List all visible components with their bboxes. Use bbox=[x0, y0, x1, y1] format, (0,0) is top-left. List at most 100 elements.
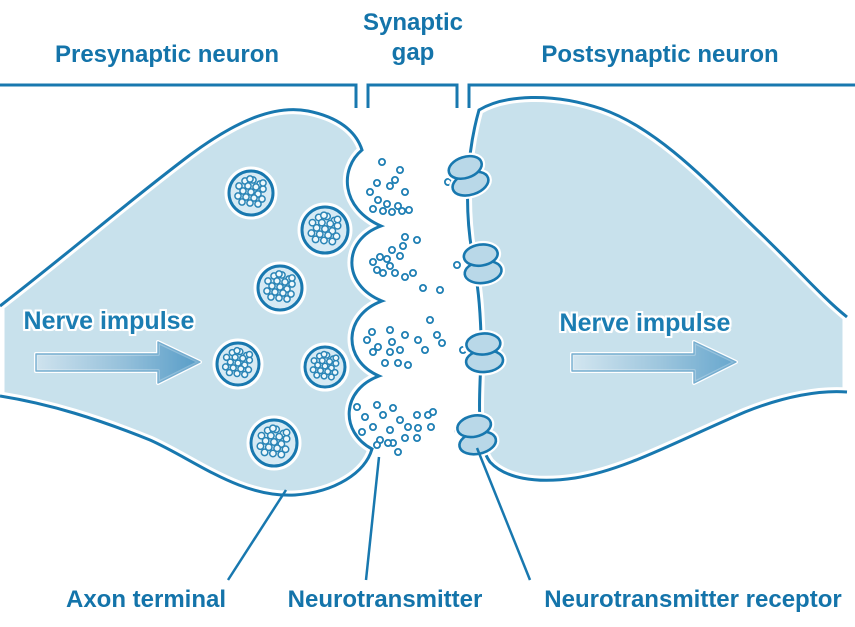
neurotransmitter-dot bbox=[432, 330, 441, 339]
neurotransmitter-dot bbox=[385, 325, 394, 334]
vesicle-molecule-dot bbox=[321, 362, 329, 370]
neurotransmitter-receptor bbox=[453, 411, 500, 458]
neurotransmitter-dot bbox=[372, 400, 381, 409]
vesicle-molecule-dot bbox=[268, 449, 277, 458]
neurotransmitter-dot bbox=[390, 175, 399, 184]
neurotransmitter-dot bbox=[375, 252, 384, 261]
neurotransmitter-dot bbox=[368, 422, 377, 431]
neurotransmitter-dot bbox=[372, 265, 381, 274]
vesicle-molecule-dot bbox=[229, 364, 237, 372]
bracket-postsynaptic bbox=[467, 83, 855, 108]
neurotransmitter-receptor bbox=[462, 329, 507, 376]
vesicle-molecule-dot bbox=[245, 350, 254, 359]
neurotransmitter-dot bbox=[413, 335, 422, 344]
neurotransmitter-dot bbox=[420, 345, 429, 354]
vesicle-molecule-dot bbox=[275, 270, 283, 278]
vesicle-molecule-dot bbox=[333, 215, 342, 224]
vesicle-molecule-dot bbox=[317, 218, 326, 227]
vesicle-molecule-dot bbox=[234, 359, 242, 367]
vesicle-molecule-dot bbox=[231, 353, 239, 362]
vesicle-molecule-dot bbox=[268, 282, 276, 290]
vesicle-molecule-dot bbox=[321, 224, 329, 233]
neurotransmitter-dot bbox=[437, 338, 446, 347]
neurotransmitter-label: Neurotransmitter bbox=[287, 586, 483, 613]
neurotransmitter-dot bbox=[400, 272, 409, 281]
synaptic-vesicle bbox=[224, 166, 278, 220]
neurotransmitter-dot bbox=[368, 257, 377, 266]
neurotransmitter-dot bbox=[378, 268, 387, 277]
neurotransmitter-dots bbox=[352, 157, 467, 456]
neurotransmitter-dot bbox=[382, 254, 391, 263]
vesicle-molecule-dot bbox=[254, 200, 262, 208]
synaptic-gap-label: Synaptic gap bbox=[362, 9, 464, 66]
neurotransmitter-dot bbox=[352, 402, 361, 411]
leader-lines bbox=[226, 447, 532, 581]
neurotransmitter-receptor bbox=[460, 240, 505, 287]
nerve-impulse-label-right: Nerve impulse bbox=[559, 309, 731, 337]
neurotransmitter-dot bbox=[385, 425, 394, 434]
neurotransmitter-dot bbox=[395, 165, 404, 174]
vesicle-molecule-dot bbox=[266, 431, 275, 440]
vesicle-molecule-dot bbox=[244, 366, 253, 374]
vesicle-molecule-dot bbox=[282, 428, 291, 437]
vesicle-molecule-dot bbox=[319, 211, 328, 220]
vesicle-molecule-dot bbox=[239, 187, 247, 195]
vesicle-molecule-dot bbox=[242, 193, 250, 201]
vesicle-molecule-dot bbox=[314, 361, 322, 369]
neurotransmitter-dot bbox=[373, 342, 382, 351]
vesicle-molecule-dot bbox=[246, 199, 254, 207]
vesicle-molecule-dot bbox=[313, 371, 321, 379]
neurotransmitter-dot bbox=[412, 433, 421, 442]
vesicle-molecule-dot bbox=[273, 444, 282, 453]
vesicle-molecule-dot bbox=[246, 175, 254, 183]
neurotransmitter-dot bbox=[385, 181, 394, 190]
vesicle-molecule-dot bbox=[256, 442, 265, 451]
vesicle-molecule-dot bbox=[264, 277, 272, 285]
neurotransmitter-dot bbox=[390, 268, 399, 277]
neurotransmitter-dot bbox=[412, 410, 421, 419]
vesicle-molecule-dot bbox=[309, 366, 317, 374]
vesicle-molecule-dot bbox=[268, 424, 277, 433]
vesicle-molecule-dot bbox=[287, 290, 295, 298]
vesicle-molecule-dot bbox=[234, 192, 242, 200]
vesicle-molecule-dot bbox=[281, 445, 290, 454]
vesicle-molecule-dot bbox=[237, 365, 245, 373]
vesicle-molecule-dot bbox=[281, 278, 289, 286]
vesicle-molecule-dot bbox=[261, 436, 270, 445]
nerve-impulse-label-left: Nerve impulse bbox=[23, 307, 195, 335]
neurotransmitter-dot bbox=[403, 360, 412, 369]
vesicle-molecule-dot bbox=[244, 182, 252, 190]
neurotransmitter-dot bbox=[385, 347, 394, 356]
presynaptic-neuron-shape bbox=[0, 105, 395, 500]
vesicle-molecule-dot bbox=[288, 274, 296, 282]
neurotransmitter-receptor-label: Neurotransmitter receptor bbox=[544, 586, 842, 613]
vesicle-molecule-dot bbox=[283, 295, 291, 303]
vesicle-molecule-dot bbox=[257, 431, 266, 440]
section-brackets bbox=[0, 83, 855, 108]
neurotransmitter-dot bbox=[413, 423, 422, 432]
bracket-synaptic-gap bbox=[366, 83, 459, 108]
vesicle-molecule-dot bbox=[263, 287, 271, 295]
neurotransmitter-dot bbox=[393, 447, 402, 456]
neurotransmitter-dot bbox=[452, 260, 461, 269]
neurotransmitter-dot bbox=[367, 327, 376, 336]
vesicle-molecule-dot bbox=[225, 368, 234, 377]
vesicle-molecule-dot bbox=[226, 358, 235, 366]
vesicle-molecule-dot bbox=[275, 432, 284, 441]
vesicle-molecule-dot bbox=[307, 229, 316, 238]
neurotransmitter-dot bbox=[387, 207, 396, 216]
vesicle-molecule-dot bbox=[332, 354, 340, 362]
neurotransmitter-dot bbox=[388, 403, 397, 412]
postsynaptic-neuron-shape bbox=[463, 93, 852, 485]
vesicle-molecule-dot bbox=[327, 373, 335, 381]
bracket-presynaptic bbox=[0, 83, 358, 108]
leader-neurotransmitter bbox=[364, 456, 381, 581]
neurotransmitter-dot bbox=[387, 337, 396, 346]
neurotransmitter-dot bbox=[395, 251, 404, 260]
vesicle-molecule-dot bbox=[331, 368, 339, 377]
neurotransmitter-dot bbox=[378, 206, 387, 215]
neurotransmitter-dot bbox=[385, 261, 394, 270]
neurotransmitter-dot bbox=[418, 283, 427, 292]
neurotransmitter-dot bbox=[373, 195, 382, 204]
vesicle-molecule-dot bbox=[273, 277, 281, 285]
